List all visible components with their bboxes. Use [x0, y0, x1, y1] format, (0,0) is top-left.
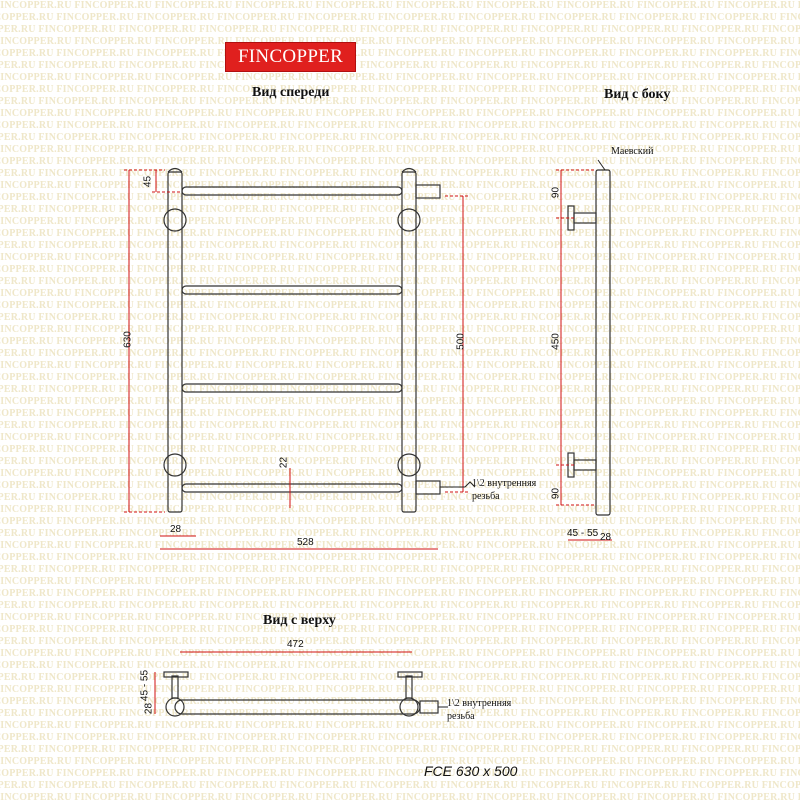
mount-bracket-bottom-left [163, 453, 187, 477]
leader-lines [438, 159, 606, 708]
mount-bracket-top-right [397, 208, 421, 232]
mount-bracket-top-left [163, 208, 187, 232]
top-view-rung [174, 699, 421, 715]
dim-top-center-distance: 472 [287, 639, 304, 650]
right-post [401, 171, 417, 513]
dim-side-top: 90 [550, 186, 562, 199]
top-connector-stub [415, 184, 441, 199]
rung-1 [181, 186, 403, 196]
side-mayevsky-label: Маевский [611, 146, 654, 157]
rung-2 [181, 285, 403, 295]
dim-bottom-offset: 22 [278, 456, 290, 469]
top-view-right-bracket [405, 675, 413, 699]
dimension-lines [124, 169, 612, 714]
brand-logo: FINCOPPER [225, 42, 356, 72]
front-thread-note-line2: резьба [472, 491, 500, 502]
dim-side-mount-depth: 45 - 55 [567, 528, 599, 539]
side-bracket-top [573, 212, 597, 224]
dim-top-post-width: 28 [143, 702, 155, 715]
dim-total-width: 528 [297, 537, 314, 548]
top-view-right-flange [397, 671, 423, 678]
top-view-right-post [399, 697, 419, 717]
dim-side-middle: 450 [550, 333, 562, 350]
right-post-cap [401, 167, 417, 173]
dim-top-offset: 45 [142, 175, 154, 188]
bottom-connector-stub [415, 480, 441, 495]
side-post [595, 169, 611, 516]
top-view-title: Вид с верху [263, 613, 336, 628]
side-view-title: Вид с боку [604, 87, 671, 102]
side-bracket-bottom [573, 459, 597, 471]
left-post-cap [167, 167, 183, 173]
left-post [167, 171, 183, 513]
dim-post-width: 28 [170, 524, 182, 535]
dim-side-bottom: 90 [550, 487, 562, 500]
rung-3 [181, 383, 403, 393]
dim-side-post-width: 28 [600, 532, 612, 543]
top-thread-note-line1: 1\2 внутренняя [447, 698, 512, 709]
brand-logo-text: FINCOPPER [237, 46, 344, 67]
top-view-connector [419, 700, 439, 714]
dim-center-distance: 500 [455, 333, 467, 350]
top-view-left-bracket [171, 675, 179, 699]
rung-4 [181, 483, 403, 493]
front-view-title: Вид спереди [252, 85, 330, 100]
top-thread-note-line2: резьба [447, 711, 475, 722]
model-label: FCE 630 x 500 [424, 763, 518, 779]
top-view-left-flange [163, 671, 189, 678]
dim-height-total: 630 [122, 331, 134, 348]
front-thread-note-line1: 1\2 внутренняя [472, 478, 537, 489]
mount-bracket-bottom-right [397, 453, 421, 477]
